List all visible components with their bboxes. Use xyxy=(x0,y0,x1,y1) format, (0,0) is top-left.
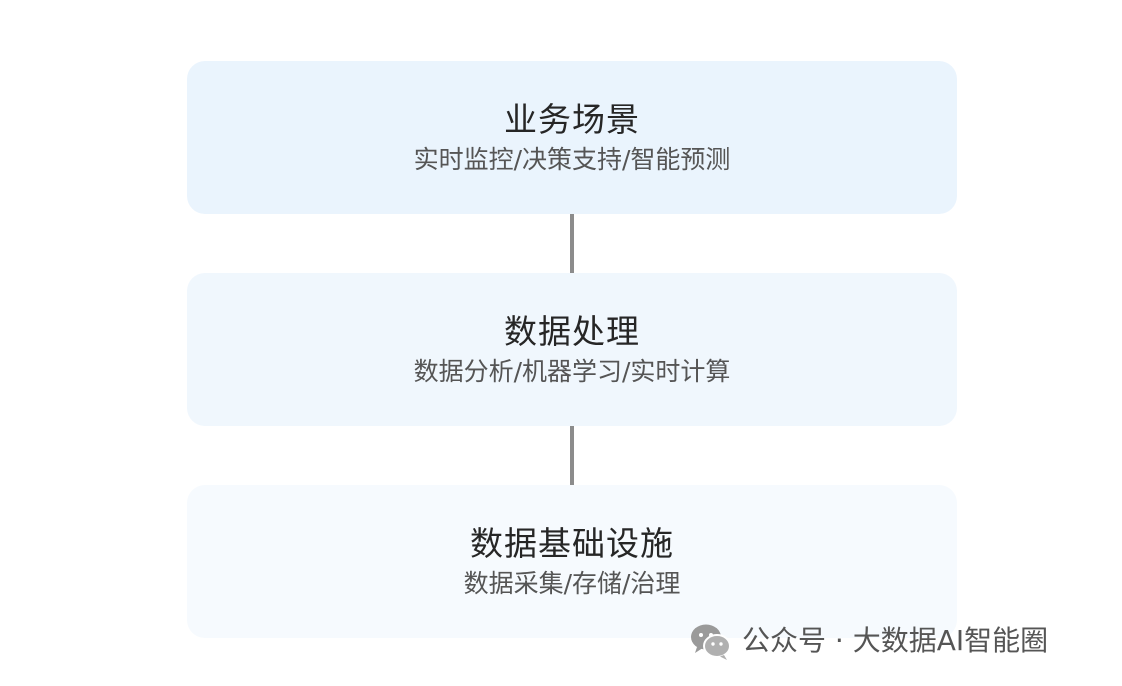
layer-subtitle: 数据采集/存储/治理 xyxy=(463,568,681,598)
layer-title: 数据基础设施 xyxy=(470,523,674,563)
layer-data-infrastructure: 数据基础设施 数据采集/存储/治理 xyxy=(187,485,957,638)
layer-business-scenarios: 业务场景 实时监控/决策支持/智能预测 xyxy=(187,61,957,214)
watermark-text: 公众号 · 大数据AI智能圈 xyxy=(742,624,1049,657)
watermark: 公众号 · 大数据AI智能圈 xyxy=(690,619,1048,663)
connector-line xyxy=(570,426,574,485)
layer-subtitle: 实时监控/决策支持/智能预测 xyxy=(413,144,731,174)
layer-subtitle: 数据分析/机器学习/实时计算 xyxy=(413,356,731,386)
layer-title: 数据处理 xyxy=(504,311,640,351)
connector-line xyxy=(570,214,574,273)
layer-title: 业务场景 xyxy=(504,99,640,139)
wechat-icon xyxy=(691,624,731,660)
layer-data-processing: 数据处理 数据分析/机器学习/实时计算 xyxy=(187,273,957,426)
